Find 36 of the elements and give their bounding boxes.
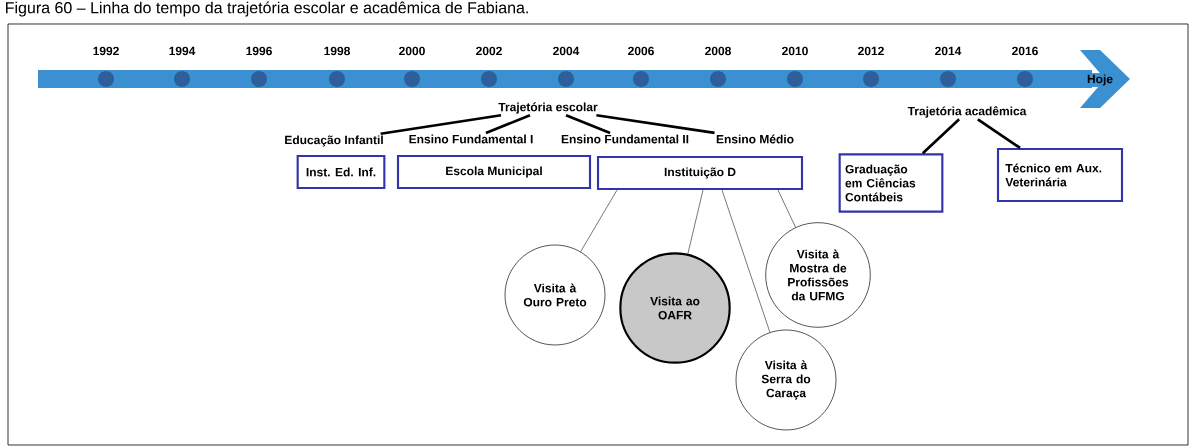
- year-label: 1998: [324, 46, 350, 56]
- connector-line: [687, 189, 704, 255]
- timeline-end-label: Hoje: [1085, 73, 1115, 87]
- connector-line: [977, 118, 1021, 150]
- institution-box: Graduação em Ciências Contábeis: [838, 153, 944, 213]
- year-label: 1996: [246, 46, 272, 56]
- connector-line: [596, 113, 715, 135]
- year-label: 2016: [1012, 46, 1038, 56]
- year-label: 2006: [628, 46, 654, 56]
- figure-caption: Figura 60 – Linha do tempo da trajetória escolar e acadêmica de Fabiana.: [6, 1, 528, 17]
- connector-line: [921, 118, 961, 155]
- connector-line: [580, 189, 618, 252]
- year-label: 1994: [169, 46, 196, 56]
- year-label: 2004: [553, 46, 580, 56]
- institution-box: Inst. Ed. Inf.: [296, 154, 386, 190]
- year-label: 2000: [399, 46, 425, 56]
- section-label: Educação Infantil: [285, 135, 383, 147]
- connector-line: [380, 113, 502, 136]
- institution-box: Técnico em Aux. Veterinária: [996, 147, 1124, 203]
- year-label: 2008: [705, 46, 731, 56]
- year-label: 2012: [858, 46, 884, 56]
- section-label: Ensino Fundamental II: [561, 134, 689, 144]
- institution-box: Instituição D: [596, 155, 804, 191]
- year-label: 1992: [93, 46, 119, 56]
- institution-box: Escola Municipal: [396, 154, 592, 190]
- section-label: Trajetória acadêmica: [907, 106, 1027, 118]
- section-label: Ensino Médio: [716, 134, 794, 144]
- year-label: 2002: [476, 46, 502, 56]
- year-label: 2010: [782, 46, 808, 56]
- section-label: Ensino Fundamental I: [409, 134, 533, 144]
- connector-line: [777, 189, 796, 228]
- connector-line: [485, 114, 531, 135]
- section-label: Trajetória escolar: [498, 102, 598, 114]
- year-label: 2014: [935, 46, 962, 56]
- connector-line: [721, 189, 771, 333]
- connector-line: [565, 114, 611, 135]
